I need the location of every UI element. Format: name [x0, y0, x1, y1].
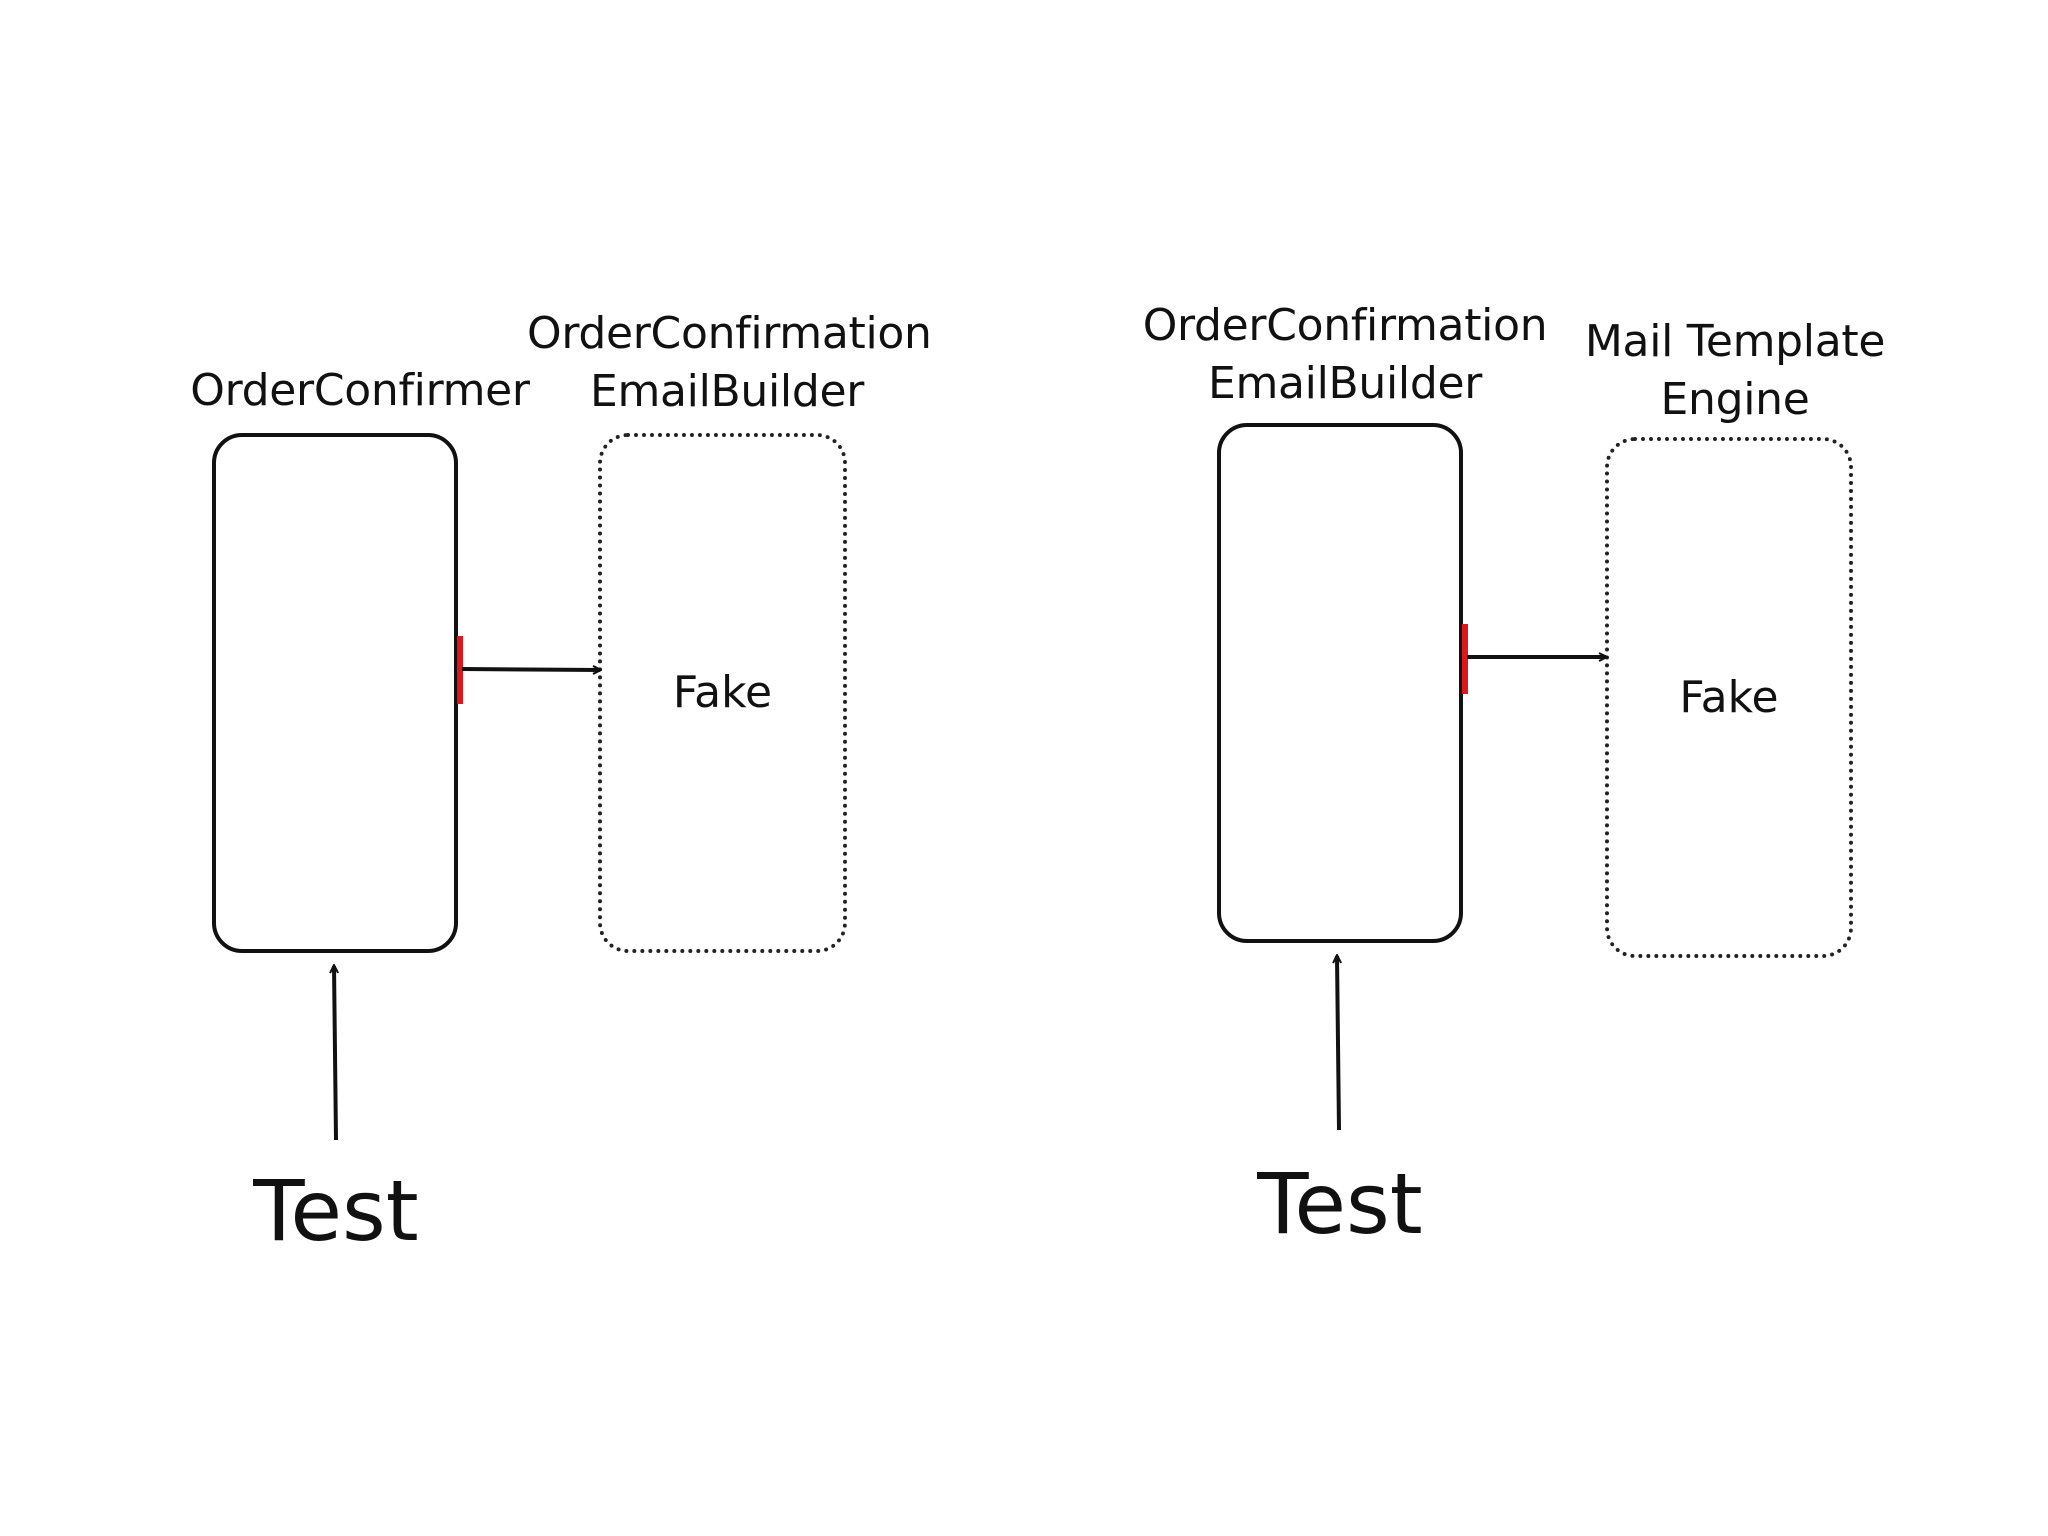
right-test-arrow	[1337, 956, 1339, 1131]
right-dependency-name-line1: Mail Template	[1584, 316, 1886, 367]
right-main-component-label: OrderConfirmation EmailBuilder	[1140, 297, 1550, 413]
right-main-component-name-line1: OrderConfirmation	[1142, 300, 1548, 351]
left-fake-dependency-box: Fake	[598, 433, 847, 953]
right-main-component-box	[1217, 423, 1463, 943]
left-dependency-arrow	[461, 669, 600, 670]
left-test-label: Test	[253, 1162, 419, 1260]
left-dependency-name-line1: OrderConfirmation	[527, 308, 932, 359]
left-dependency-name-line2: EmailBuilder	[589, 366, 865, 417]
right-fake-label: Fake	[1679, 671, 1779, 723]
left-fake-label: Fake	[672, 667, 773, 718]
right-dependency-name-line2: Engine	[1660, 374, 1810, 425]
left-test-arrow	[334, 966, 336, 1141]
left-main-component-label: OrderConfirmer	[190, 362, 530, 420]
right-main-component-name-line2: EmailBuilder	[1207, 358, 1483, 409]
right-test-label: Test	[1257, 1155, 1423, 1253]
right-dependency-label: Mail Template Engine	[1570, 313, 1900, 429]
left-main-component-box	[212, 433, 458, 953]
left-dependency-label: OrderConfirmation EmailBuilder	[527, 305, 932, 421]
left-main-component-name: OrderConfirmer	[190, 365, 530, 416]
right-fake-dependency-box: Fake	[1605, 437, 1853, 958]
